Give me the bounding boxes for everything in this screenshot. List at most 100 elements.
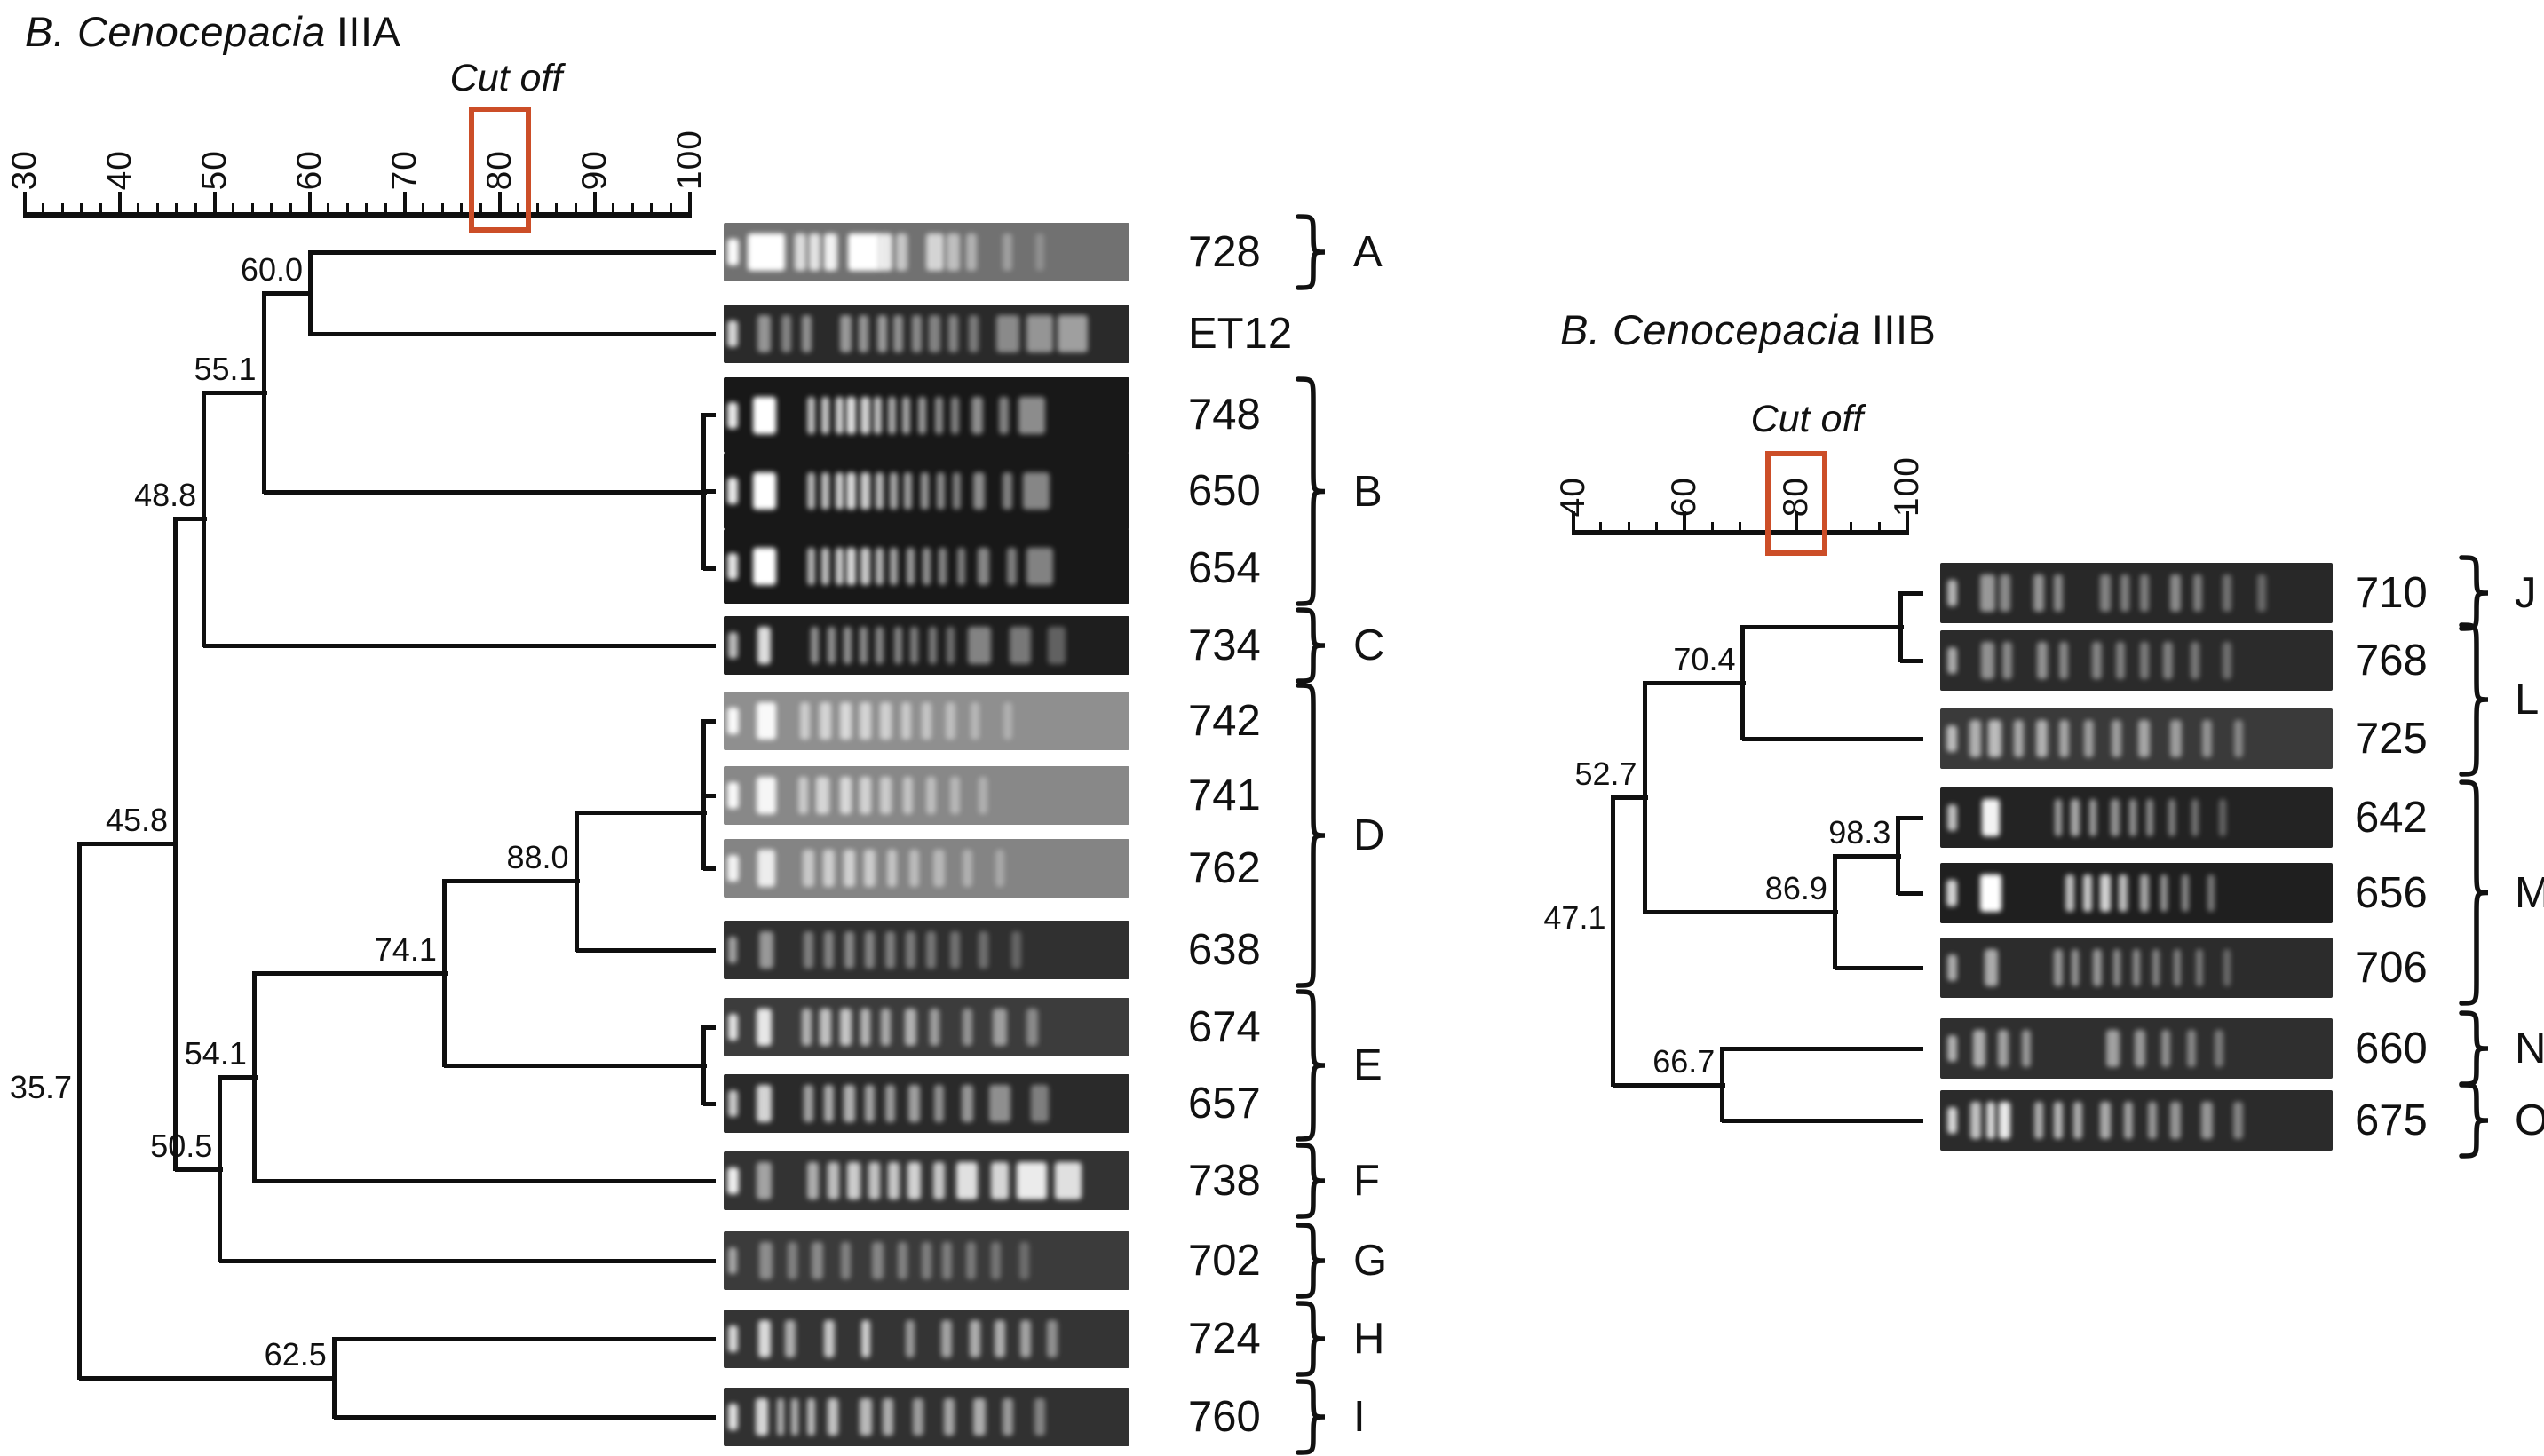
axis-major-tick bbox=[308, 192, 312, 215]
gel-band bbox=[785, 1320, 796, 1357]
gel-band bbox=[933, 1085, 944, 1122]
gel-band bbox=[1018, 396, 1046, 434]
gel-band bbox=[727, 320, 739, 347]
gel-band bbox=[820, 472, 829, 510]
gel-band bbox=[868, 1162, 880, 1199]
gel-band bbox=[2092, 642, 2103, 679]
dendrogram-branch-h bbox=[1644, 681, 1747, 685]
gel-band bbox=[860, 472, 871, 510]
cluster-letter-F: F bbox=[1353, 1157, 1380, 1205]
gel-band bbox=[888, 1162, 900, 1199]
axis-minor-tick bbox=[137, 203, 140, 215]
gel-band bbox=[790, 1398, 798, 1436]
dendrogram-branch-h bbox=[1742, 625, 1904, 629]
dendrogram-branch-h bbox=[333, 1415, 716, 1420]
gel-band bbox=[904, 1009, 916, 1046]
gel-band bbox=[1002, 1398, 1013, 1436]
gel-band bbox=[994, 1320, 1005, 1357]
gel-band bbox=[820, 396, 829, 434]
gel-band bbox=[806, 1398, 815, 1436]
gel-band bbox=[2065, 874, 2074, 912]
lane-label-675: 675 bbox=[2355, 1096, 2428, 1144]
dendrogram-branch-h bbox=[1834, 966, 1923, 970]
gel-band bbox=[2022, 1030, 2032, 1067]
gel-band bbox=[970, 1320, 981, 1357]
axis-tick-label: 100 bbox=[1887, 455, 1926, 517]
gel-band bbox=[995, 850, 1004, 887]
gel-band bbox=[860, 777, 872, 814]
gel-band bbox=[865, 1085, 876, 1122]
axis-minor-tick bbox=[80, 203, 83, 215]
gel-lane-675 bbox=[1940, 1090, 2333, 1151]
leaf-stub bbox=[1900, 591, 1923, 596]
gel-band bbox=[859, 315, 869, 352]
axis-tick-label: 60 bbox=[1665, 476, 1704, 517]
gel-band bbox=[2202, 720, 2213, 757]
gel-lane-656 bbox=[1940, 863, 2333, 923]
gel-band bbox=[844, 931, 855, 969]
gel-band bbox=[727, 1325, 738, 1352]
axis-minor-tick bbox=[517, 203, 520, 215]
axis-minor-tick bbox=[630, 203, 634, 215]
gel-band bbox=[1969, 720, 1982, 757]
gel-band bbox=[727, 1090, 738, 1117]
gel-band bbox=[824, 1085, 835, 1122]
node-similarity-label: 50.5 bbox=[150, 1127, 213, 1164]
gel-band bbox=[946, 702, 956, 740]
gel-band bbox=[2138, 720, 2151, 757]
cluster-brace-F bbox=[1296, 1143, 1326, 1219]
gel-lane-748 bbox=[724, 377, 1129, 453]
gel-band bbox=[2013, 720, 2024, 757]
lane-label-748: 748 bbox=[1188, 391, 1261, 439]
cluster-brace-D bbox=[1296, 683, 1326, 988]
cluster-brace-A bbox=[1296, 214, 1326, 290]
gel-band bbox=[907, 1162, 922, 1199]
gel-band bbox=[859, 1398, 872, 1436]
gel-band bbox=[835, 548, 844, 585]
gel-band bbox=[2112, 720, 2122, 757]
leaf-stub bbox=[703, 794, 716, 798]
gel-band bbox=[726, 1167, 739, 1194]
gel-band bbox=[894, 627, 902, 664]
gel-band bbox=[839, 777, 852, 814]
cluster-brace-L bbox=[2459, 622, 2489, 777]
gel-band bbox=[918, 396, 927, 434]
dendrogram-branch-h bbox=[253, 971, 448, 977]
dendrogram-branch-h bbox=[310, 332, 716, 336]
gel-band bbox=[2033, 574, 2044, 612]
gel-band bbox=[1018, 1242, 1029, 1279]
gel-band bbox=[1986, 1102, 1996, 1139]
gel-band bbox=[2186, 1030, 2196, 1067]
dendrogram-branch-v bbox=[1611, 795, 1616, 1087]
gel-band bbox=[757, 850, 775, 887]
panel-iiib-title-group: IIIB bbox=[1871, 306, 1937, 353]
gel-band bbox=[962, 1009, 972, 1046]
axis-minor-tick bbox=[42, 203, 45, 215]
gel-band bbox=[947, 315, 958, 352]
node-similarity-label: 60.0 bbox=[240, 251, 303, 288]
gel-band bbox=[797, 777, 808, 814]
gel-band bbox=[2161, 1030, 2171, 1067]
gel-band bbox=[756, 702, 776, 740]
dendrogram-branch-h bbox=[1722, 1119, 1923, 1123]
gel-band bbox=[1035, 233, 1045, 271]
node-similarity-label: 88.0 bbox=[506, 839, 569, 876]
gel-band bbox=[876, 627, 884, 664]
gel-band bbox=[923, 548, 931, 585]
dendrogram-branch-h bbox=[263, 489, 707, 495]
node-similarity-label: 70.4 bbox=[1673, 641, 1736, 677]
gel-band bbox=[2135, 1030, 2146, 1067]
gel-band bbox=[844, 1085, 856, 1122]
gel-band bbox=[2174, 949, 2182, 986]
cluster-letter-M: M bbox=[2515, 868, 2544, 917]
gel-band bbox=[860, 396, 871, 434]
gel-band bbox=[2133, 949, 2140, 986]
gel-band bbox=[807, 1162, 820, 1199]
gel-lane-768 bbox=[1940, 630, 2333, 691]
axis-minor-tick bbox=[345, 203, 349, 215]
gel-band bbox=[864, 850, 876, 887]
gel-lane-725 bbox=[1940, 708, 2333, 769]
gel-band bbox=[728, 1247, 738, 1274]
gel-band bbox=[726, 708, 739, 734]
